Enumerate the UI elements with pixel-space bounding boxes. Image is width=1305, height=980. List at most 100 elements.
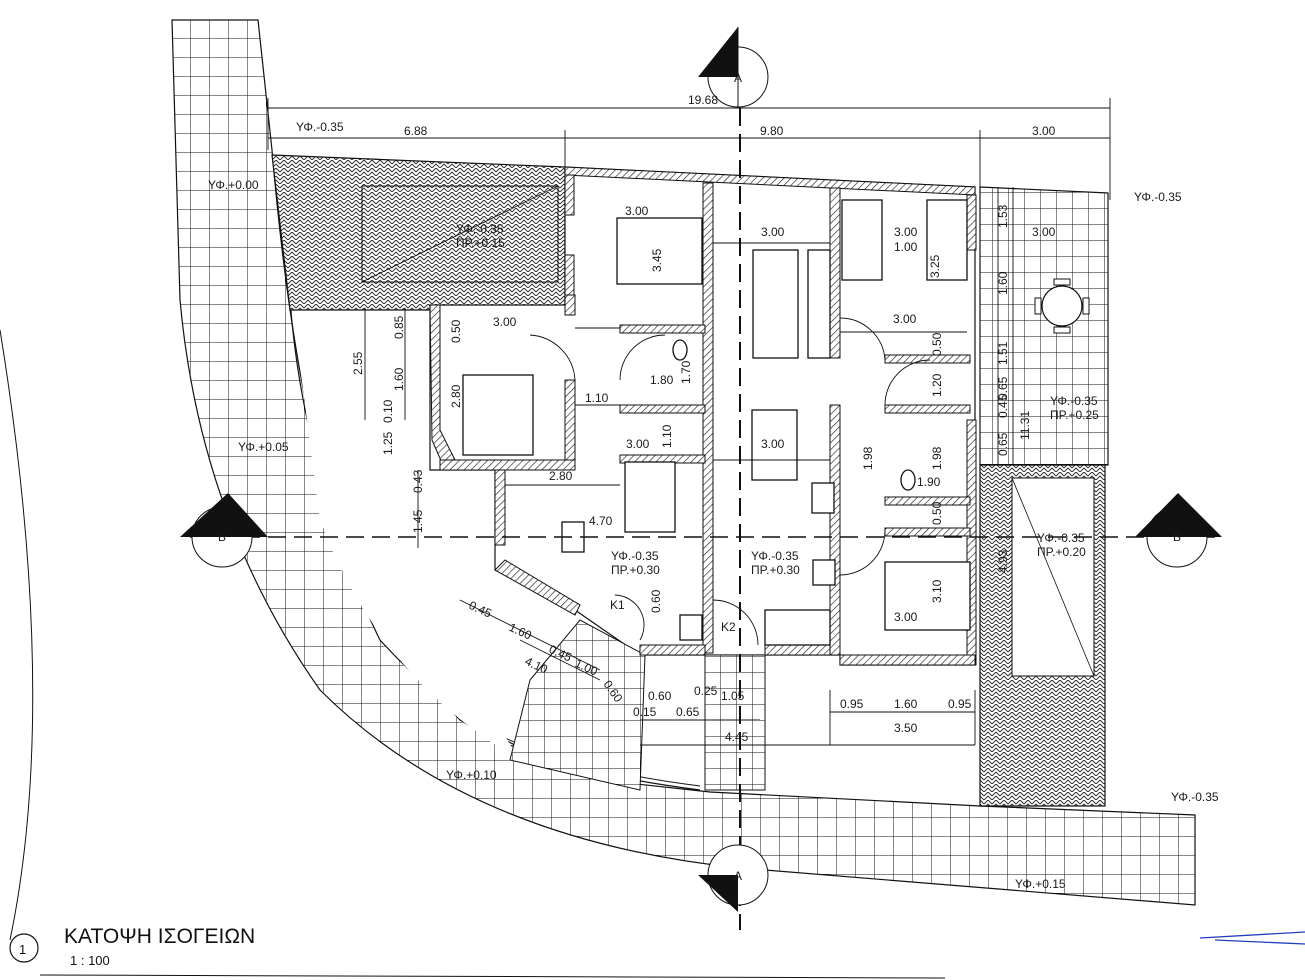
- level-label: ΥΦ.-0.35: [1171, 790, 1219, 804]
- dimension-label: 3.00: [894, 225, 918, 239]
- section-marker-a-top[interactable]: [698, 27, 769, 108]
- toilet-2: [900, 469, 916, 491]
- dimension-label: 1.60: [507, 620, 534, 643]
- dimension-label: 0.50: [449, 319, 463, 343]
- level-label: ΥΦ.-0.35: [751, 549, 799, 563]
- dimension-label: 1.51: [996, 341, 1010, 365]
- level-label: ΠΡ.+0.20: [1037, 545, 1086, 559]
- dimension-label: 9.80: [760, 124, 784, 138]
- dimension-label: 3.50: [894, 721, 918, 735]
- garden-area: [292, 305, 520, 760]
- dimension-label: 4.93: [996, 549, 1010, 573]
- dimension-label: 3.00: [893, 312, 917, 326]
- stove-1: [679, 614, 703, 641]
- north-arrow-line: [1199, 931, 1305, 945]
- dimension-label: 0.25: [694, 684, 718, 698]
- terrace-right-grid: [979, 186, 1109, 466]
- walls: [429, 166, 977, 666]
- level-label: ΠΡ.+0.30: [611, 563, 660, 577]
- room-label-k2: K2: [721, 620, 736, 634]
- dimension-label: 3.00: [1032, 225, 1056, 239]
- dimension-label: 1.25: [381, 431, 395, 455]
- round-table: [1041, 285, 1083, 327]
- bed-bedroom-4: [884, 561, 971, 631]
- table-chairs: [1034, 278, 1090, 334]
- section-label-b-right: B: [1173, 530, 1181, 544]
- section-label-a-top: A: [734, 71, 742, 85]
- level-label: ΥΦ.-0.35: [1037, 531, 1085, 545]
- dimension-label: 1.53: [996, 204, 1010, 228]
- dimension-label: 1.60: [392, 367, 406, 391]
- level-label: ΥΦ.-0.35: [456, 222, 504, 236]
- room-label-k1: K1: [610, 598, 625, 612]
- dimension-label: 0.50: [930, 501, 944, 525]
- dimension-label: 11.31: [1018, 411, 1032, 440]
- dimension-label: 19.68: [688, 93, 718, 107]
- view-number-circle: [9, 933, 39, 963]
- dimension-label: 2.80: [549, 469, 573, 483]
- kitchen-counter-2: [764, 609, 831, 646]
- view-number: 1: [19, 942, 26, 957]
- dimension-lines: [267, 98, 1111, 746]
- toilet-1: [672, 339, 688, 361]
- dining-table: [751, 409, 798, 481]
- dimension-label: 0.10: [381, 399, 395, 423]
- drawing-scale: 1 : 100: [70, 953, 110, 968]
- dimension-label: 0.50: [930, 332, 944, 356]
- section-label-a-bottom: A: [734, 869, 742, 883]
- fridge: [811, 482, 835, 514]
- level-label: ΥΦ.+0.05: [238, 440, 289, 454]
- dimension-label: 1.60: [894, 697, 918, 711]
- coffee-table: [752, 249, 799, 359]
- terrace-inner-rect: [361, 185, 559, 283]
- dimension-label: 0.60: [649, 589, 663, 613]
- level-label: ΥΦ.+0.00: [208, 178, 259, 192]
- level-label: ΥΦ.-0.35: [611, 549, 659, 563]
- dimension-label: 1.98: [861, 446, 875, 470]
- section-marker-b-right[interactable]: [1135, 493, 1222, 568]
- dimension-label: 0.85: [392, 315, 406, 339]
- dimension-label: 0.65: [996, 376, 1010, 400]
- stove-2: [812, 559, 836, 586]
- dimension-label: 1.45: [411, 509, 425, 533]
- property-boundary-bottom: [39, 974, 946, 979]
- pergola-diagonal: [1011, 477, 1095, 677]
- drawing-title: ΚΑΤΟΨΗ ΙΣΟΓΕΙΩΝ: [64, 925, 255, 948]
- level-label: ΥΦ.-0.35: [1050, 394, 1098, 408]
- bed-bedroom-2: [462, 374, 534, 456]
- dimension-label: 0.15: [633, 705, 657, 719]
- level-label: ΠΡ.+0.25: [1050, 408, 1099, 422]
- dimension-label: 3.00: [493, 315, 517, 329]
- dimension-label: 1.10: [585, 391, 609, 405]
- dimension-label: 1.00: [894, 240, 918, 254]
- dimension-label: 0.60: [648, 689, 672, 703]
- terrace-diagonal: [361, 185, 559, 283]
- sofa: [807, 249, 831, 359]
- kitchen-counter-1: [624, 461, 676, 533]
- dimension-label: 3.00: [626, 437, 650, 451]
- wardrobe: [926, 199, 968, 281]
- dimension-label: 1.60: [996, 271, 1010, 295]
- level-label: ΠΡ.+0.15: [456, 236, 505, 250]
- level-label: ΥΦ.+0.10: [446, 768, 497, 782]
- level-label: ΠΡ.+0.30: [751, 563, 800, 577]
- dimension-label: 1.70: [679, 360, 693, 384]
- bed-bedroom-1: [616, 217, 703, 285]
- level-label: ΥΦ.+0.15: [1015, 877, 1066, 891]
- door-swings: [529, 317, 931, 646]
- dimension-label: 6.88: [404, 124, 428, 138]
- level-label: ΥΦ.-0.35: [1134, 190, 1182, 204]
- dimension-label: 1.98: [930, 446, 944, 470]
- terrace-top-left: [271, 154, 566, 311]
- porch-grid: [509, 619, 646, 791]
- dimension-label: 2.55: [351, 351, 365, 375]
- dimension-label: 4.70: [589, 514, 613, 528]
- dimension-label: 1.05: [721, 689, 745, 703]
- dimension-label: 1.10: [660, 424, 674, 448]
- section-marker-b-left[interactable]: [180, 493, 268, 568]
- section-marker-a-bottom[interactable]: [698, 844, 769, 912]
- bed-bedroom-3: [841, 199, 883, 281]
- dimension-label: 0.65: [996, 432, 1010, 456]
